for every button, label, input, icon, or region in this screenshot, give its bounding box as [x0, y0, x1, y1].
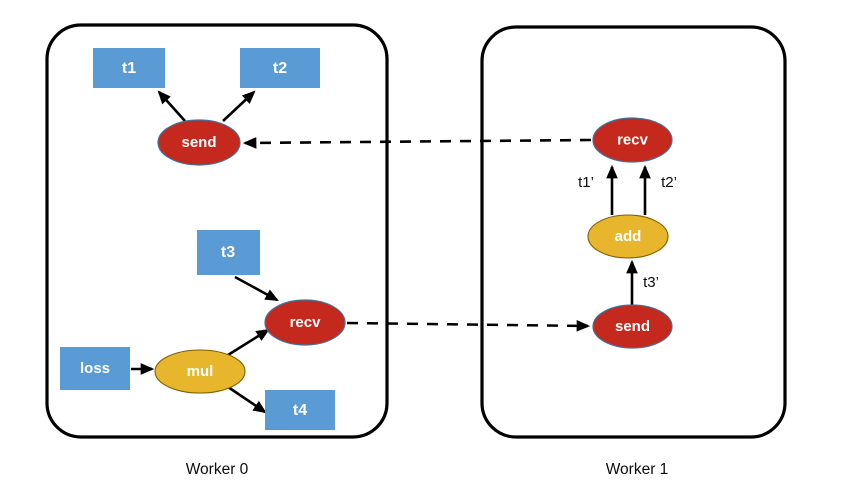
- node-w0-loss-shape: [60, 347, 130, 390]
- worker1-caption: Worker 1: [606, 461, 669, 478]
- worker0-edges: [131, 90, 279, 414]
- edge-label-t3-prime: t3’: [643, 274, 659, 291]
- node-w0-recv-shape: [264, 299, 346, 346]
- node-w0-send-shape: [157, 119, 241, 166]
- edge-w0-t3-to-recv: [234, 275, 279, 302]
- worker1-container: [480, 25, 787, 439]
- node-w0-t1-shape: [93, 48, 165, 88]
- node-w1-send-shape: [592, 304, 673, 349]
- edge-w0-mul-to-recv: [227, 328, 270, 357]
- node-w1-send[interactable]: send: [592, 304, 673, 349]
- node-w0-t4-shape: [265, 390, 335, 430]
- edge-w0-mul-to-t4: [227, 385, 267, 414]
- node-w0-t3[interactable]: t3: [197, 230, 260, 275]
- worker0-container: [45, 23, 389, 439]
- node-w1-add-shape: [587, 214, 669, 259]
- node-w0-mul[interactable]: mul: [154, 349, 246, 394]
- edge-recv1-to-send0: [242, 137, 592, 149]
- worker1-edges: [606, 164, 651, 305]
- edge-recv0-to-send1: [346, 320, 591, 332]
- edge-label-t1-prime: t1’: [578, 174, 594, 191]
- node-w0-t4[interactable]: t4: [265, 390, 335, 430]
- node-w0-t3-shape: [197, 230, 260, 275]
- node-w0-t2[interactable]: t2: [240, 48, 320, 88]
- cross-worker-edges: [242, 137, 592, 332]
- worker0-group: t1 t2 send t3 recv: [45, 23, 389, 439]
- worker1-group: t1’ t2’ t3’ recv add send: [480, 25, 787, 439]
- node-w0-mul-shape: [154, 349, 246, 394]
- node-w1-recv-shape: [592, 117, 673, 163]
- edge-label-t2-prime: t2’: [661, 174, 677, 191]
- node-w0-t1[interactable]: t1: [93, 48, 165, 88]
- node-w0-t2-shape: [240, 48, 320, 88]
- worker0-caption: Worker 0: [186, 461, 249, 478]
- node-w0-send[interactable]: send: [157, 119, 241, 166]
- node-w1-recv[interactable]: recv: [592, 117, 673, 163]
- node-w0-recv[interactable]: recv: [264, 299, 346, 346]
- node-w0-loss[interactable]: loss: [60, 347, 130, 390]
- edge-w0-send-to-t1: [157, 90, 186, 122]
- node-w1-add[interactable]: add: [587, 214, 669, 259]
- edge-w0-send-to-t2: [222, 90, 256, 122]
